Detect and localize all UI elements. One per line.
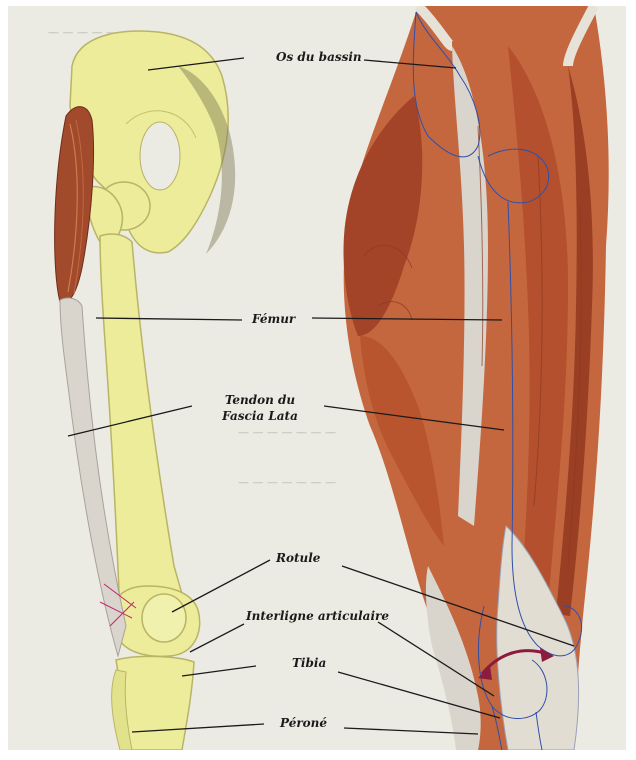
leader-rotule-left [172, 560, 270, 612]
label-perone: Péroné [280, 717, 327, 730]
label-os-du-bassin: Os du bassin [276, 51, 362, 64]
label-interligne-articulaire: Interligne articulaire [246, 610, 389, 623]
label-tendon-line1: Tendon du [208, 394, 312, 407]
patella-bone [142, 594, 186, 642]
anatomy-drawing [8, 6, 626, 750]
page-background: — — — — — — — — — — — — — — — — — — — — … [8, 6, 626, 750]
leg-muscles [344, 6, 609, 750]
tensor-fascia-latae-muscle [55, 107, 94, 303]
label-tendon-line2: Fascia Lata [208, 410, 312, 423]
label-femur: Fémur [252, 313, 295, 326]
label-rotule: Rotule [276, 552, 320, 565]
label-tibia: Tibia [292, 657, 326, 670]
tibia-fibula-bones [112, 656, 194, 750]
